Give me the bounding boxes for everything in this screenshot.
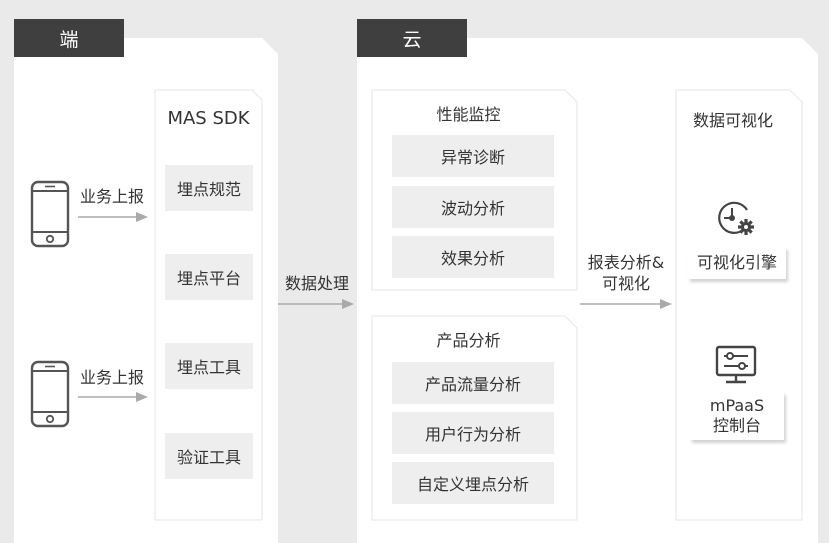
sdk-item: 埋点工具 (165, 343, 253, 389)
monitor-sliders-icon (715, 345, 757, 384)
product-item: 自定义埋点分析 (392, 462, 554, 504)
viz-title: 数据可视化 (692, 111, 773, 131)
arrow-report-2 (78, 392, 148, 402)
phone-icon (30, 360, 70, 428)
viz-console-line1: mPaaS (709, 396, 765, 415)
perf-item: 波动分析 (392, 186, 554, 228)
product-item: 用户行为分析 (392, 412, 554, 454)
sdk-item: 埋点平台 (165, 254, 253, 300)
sdk-title: MAS SDK (167, 108, 250, 130)
duan-tag: 端 (14, 19, 124, 57)
engine-gear-icon (718, 201, 754, 235)
sdk-item: 埋点规范 (165, 165, 253, 211)
viz-engine-box: 可视化引擎 (688, 247, 786, 279)
sdk-item: 验证工具 (165, 433, 253, 479)
duan-row-label-1: 业务上报 (79, 187, 144, 207)
report-label-line1: 报表分析& (587, 253, 665, 273)
product-title: 产品分析 (436, 331, 501, 351)
duan-row-label-2: 业务上报 (79, 368, 144, 388)
yun-tag: 云 (357, 19, 467, 57)
arrow-report-viz (580, 299, 672, 309)
report-label-line2: 可视化 (601, 274, 650, 294)
viz-console-box: mPaaS 控制台 (690, 392, 784, 440)
perf-title: 性能监控 (436, 105, 501, 125)
arrow-process (278, 299, 354, 309)
process-label: 数据处理 (284, 274, 349, 294)
product-item: 产品流量分析 (392, 362, 554, 404)
perf-item: 效果分析 (392, 236, 554, 278)
perf-item: 异常诊断 (392, 135, 554, 177)
viz-console-line2: 控制台 (712, 416, 761, 435)
viz-card (675, 89, 803, 521)
phone-icon (30, 180, 70, 248)
arrow-report-1 (78, 212, 148, 222)
